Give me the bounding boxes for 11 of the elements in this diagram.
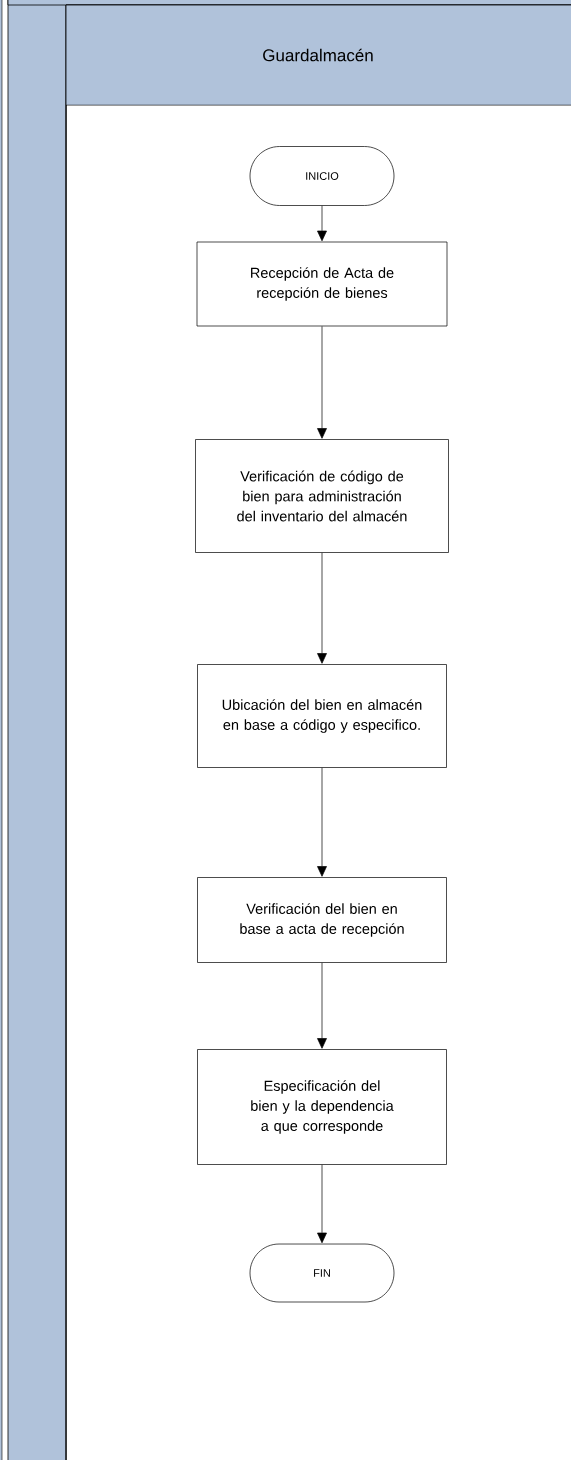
arrow	[317, 767, 327, 877]
process-box: Recepción de Acta de recepción de bienes	[196, 241, 448, 327]
arrow	[317, 552, 327, 664]
arrow	[317, 1164, 327, 1244]
arrow	[317, 962, 327, 1049]
process-box: Verificación de código de bien para administración del inventario del almacén	[195, 439, 449, 553]
process-box: Especificación del bien y la dependencia a que corresponde	[197, 1049, 447, 1165]
arrow	[317, 326, 327, 439]
process-box: Ubicación del bien en almacén en base a código y especifico.	[197, 664, 447, 768]
arrow	[317, 205, 327, 242]
process-box: Verificación del bien en base a acta de recepción	[197, 877, 447, 963]
